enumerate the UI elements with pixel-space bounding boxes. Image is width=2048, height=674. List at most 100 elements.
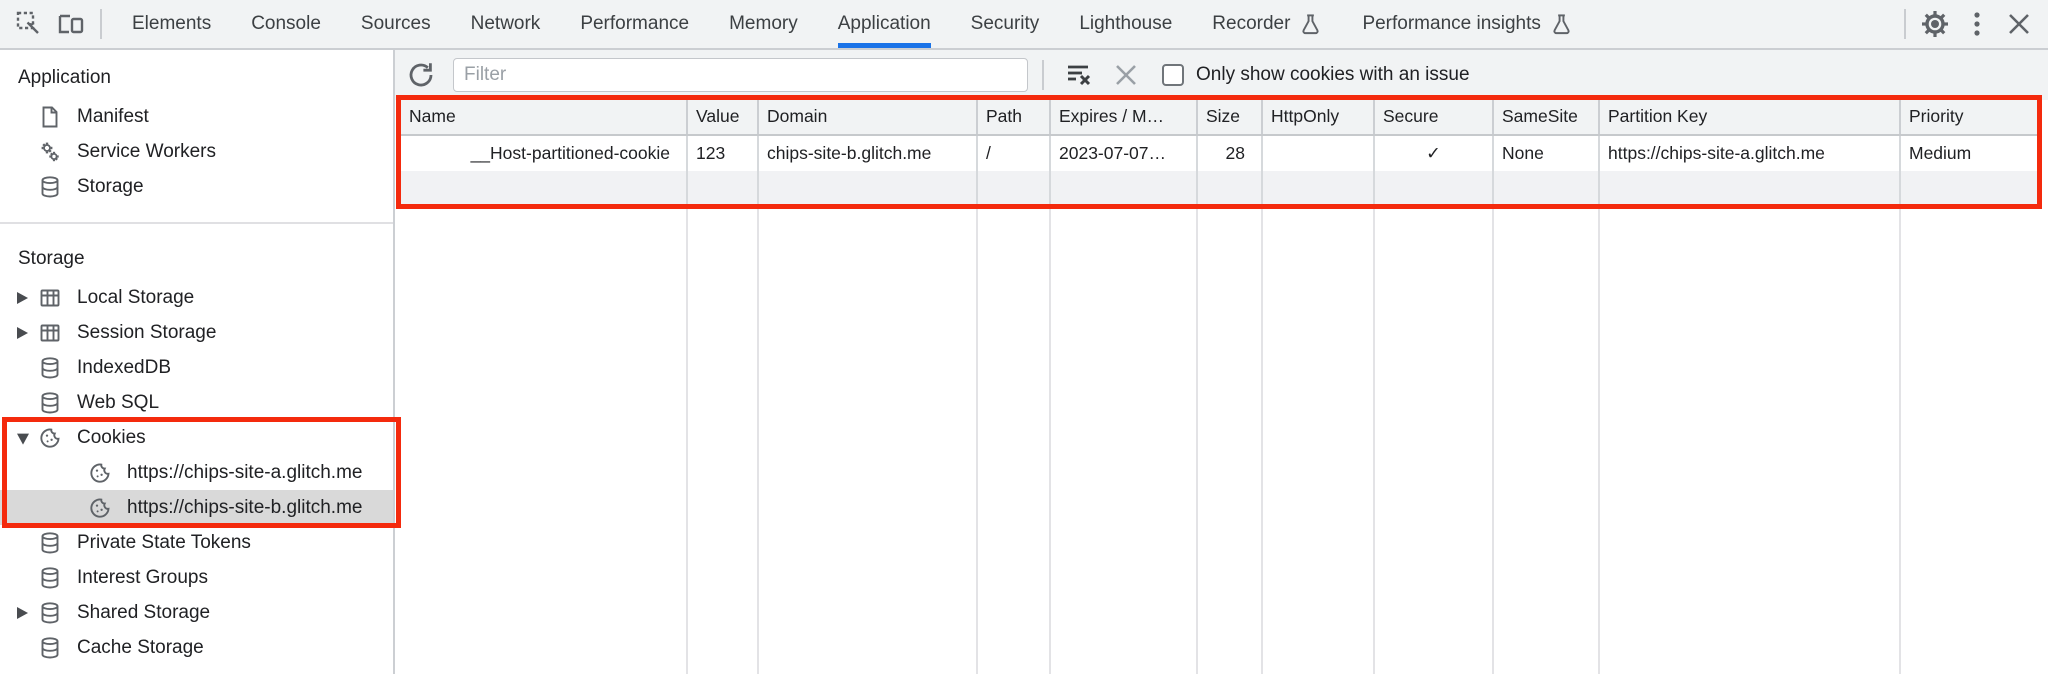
cell-expires-m[interactable]: 2023-07-07… <box>1051 136 1198 171</box>
refresh-icon[interactable] <box>405 59 437 91</box>
cell-secure[interactable]: ✓ <box>1375 136 1494 171</box>
sidebar-item-storage[interactable]: Storage <box>0 169 393 204</box>
column-header-httponly[interactable]: HttpOnly <box>1263 100 1375 134</box>
tab-recorder[interactable]: Recorder <box>1212 0 1322 48</box>
sidebar-item-https-chips-site-b-glitch-me[interactable]: https://chips-site-b.glitch.me <box>0 490 393 525</box>
cell-name[interactable]: __Host-partitioned-cookie <box>401 136 688 171</box>
inspect-icon[interactable] <box>11 6 47 42</box>
tab-label: Security <box>970 13 1040 34</box>
column-header-priority[interactable]: Priority <box>1909 106 1964 126</box>
empty-cell <box>1198 171 1263 204</box>
empty-cell <box>1600 171 1901 204</box>
empty-cell <box>1375 171 1494 204</box>
grid-icon <box>38 321 62 345</box>
sidebar-item-local-storage[interactable]: Local Storage <box>0 280 393 315</box>
column-header-partition-key[interactable]: Partition Key <box>1600 100 1901 134</box>
cell-partition-key[interactable]: https://chips-site-a.glitch.me <box>1600 136 1901 171</box>
tab-label: Lighthouse <box>1079 13 1173 34</box>
tab-label: Sources <box>360 13 431 34</box>
sidebar-item-session-storage[interactable]: Session Storage <box>0 315 393 350</box>
cell-samesite[interactable]: None <box>1494 136 1600 171</box>
column-guide-line <box>686 209 688 674</box>
column-header-value[interactable]: Value <box>688 100 759 134</box>
cell-path[interactable]: / <box>978 136 1051 171</box>
column-header-name[interactable]: Name <box>401 100 688 134</box>
sidebar-item-cookies[interactable]: Cookies <box>0 420 393 455</box>
more-menu-icon[interactable] <box>1959 6 1995 42</box>
flask-icon <box>1553 13 1570 34</box>
tab-memory[interactable]: Memory <box>729 0 798 48</box>
column-header-secure[interactable]: Secure <box>1375 100 1494 134</box>
cell-domain[interactable]: chips-site-b.glitch.me <box>759 136 978 171</box>
column-header-size[interactable]: Size <box>1198 100 1263 134</box>
empty-cell <box>688 171 759 204</box>
cell-value[interactable]: 123 <box>688 136 759 171</box>
sidebar-item-shared-storage[interactable]: Shared Storage <box>0 595 393 630</box>
document-icon <box>38 105 62 129</box>
column-guide-line <box>976 209 978 674</box>
column-guide-line <box>1373 209 1375 674</box>
database-icon <box>38 566 62 590</box>
section-divider <box>0 222 393 224</box>
chevron-right-icon[interactable] <box>17 326 28 339</box>
clear-filter-icon[interactable] <box>1064 60 1094 90</box>
sidebar-section-title-storage: Storage <box>18 248 85 269</box>
cookie-icon <box>88 496 112 520</box>
tab-console[interactable]: Console <box>251 0 321 48</box>
toolbar-separator <box>1042 60 1044 90</box>
tab-lighthouse[interactable]: Lighthouse <box>1079 0 1172 48</box>
settings-gear-icon[interactable] <box>1917 6 1953 42</box>
sidebar-item-label: Interest Groups <box>77 566 208 588</box>
chevron-right-icon[interactable] <box>17 291 28 304</box>
gears-icon <box>38 140 62 164</box>
chevron-right-icon[interactable] <box>17 606 28 619</box>
tab-elements[interactable]: Elements <box>132 0 211 48</box>
sidebar-item-service-workers[interactable]: Service Workers <box>0 134 393 169</box>
sidebar-item-cache-storage[interactable]: Cache Storage <box>0 630 393 665</box>
sidebar-section-title-application: Application <box>18 67 111 88</box>
flask-icon <box>1302 13 1319 34</box>
sidebar-item-interest-groups[interactable]: Interest Groups <box>0 560 393 595</box>
chevron-down-icon[interactable] <box>17 433 29 445</box>
tab-network[interactable]: Network <box>471 0 541 48</box>
tab-performance-insights[interactable]: Performance insights <box>1362 0 1572 48</box>
issue-checkbox[interactable] <box>1162 64 1184 86</box>
column-guide-line <box>1598 209 1600 674</box>
sidebar-item-https-chips-site-a-glitch-me[interactable]: https://chips-site-a.glitch.me <box>0 455 393 490</box>
devtools-tabbar: Elements Console Sources Network Performance… <box>0 0 2048 50</box>
sidebar-item-private-state-tokens[interactable]: Private State Tokens <box>0 525 393 560</box>
sidebar-item-manifest[interactable]: Manifest <box>0 99 393 134</box>
sidebar-item-label: Storage <box>77 175 144 197</box>
database-icon <box>38 356 62 380</box>
empty-cell <box>1901 171 2040 204</box>
cell-size[interactable]: 28 <box>1198 136 1263 171</box>
tab-performance[interactable]: Performance <box>580 0 689 48</box>
sidebar-item-label: Shared Storage <box>77 601 211 623</box>
filter-input[interactable] <box>453 58 1028 92</box>
column-header-expires-m[interactable]: Expires / M… <box>1051 100 1198 134</box>
tab-security[interactable]: Security <box>971 0 1040 48</box>
sidebar-item-web-sql[interactable]: Web SQL <box>0 385 393 420</box>
clear-icon[interactable] <box>1112 61 1140 89</box>
sidebar-item-label: Cookies <box>77 426 146 448</box>
cell-httponly[interactable] <box>1263 136 1375 171</box>
cell-priority[interactable]: Medium <box>1909 143 1972 163</box>
close-icon[interactable] <box>2001 6 2037 42</box>
column-header-domain[interactable]: Domain <box>759 100 978 134</box>
device-toolbar-icon[interactable] <box>53 6 89 42</box>
empty-cell <box>759 171 978 204</box>
tab-label: Recorder <box>1212 13 1291 34</box>
column-header-path[interactable]: Path <box>978 100 1051 134</box>
column-header-samesite[interactable]: SameSite <box>1494 100 1600 134</box>
sidebar-item-indexeddb[interactable]: IndexedDB <box>0 350 393 385</box>
tab-application[interactable]: Application <box>837 0 931 48</box>
grid-icon <box>38 286 62 310</box>
tab-sources[interactable]: Sources <box>361 0 431 48</box>
empty-cell <box>1263 171 1375 204</box>
sidebar-item-label: Service Workers <box>77 140 217 162</box>
